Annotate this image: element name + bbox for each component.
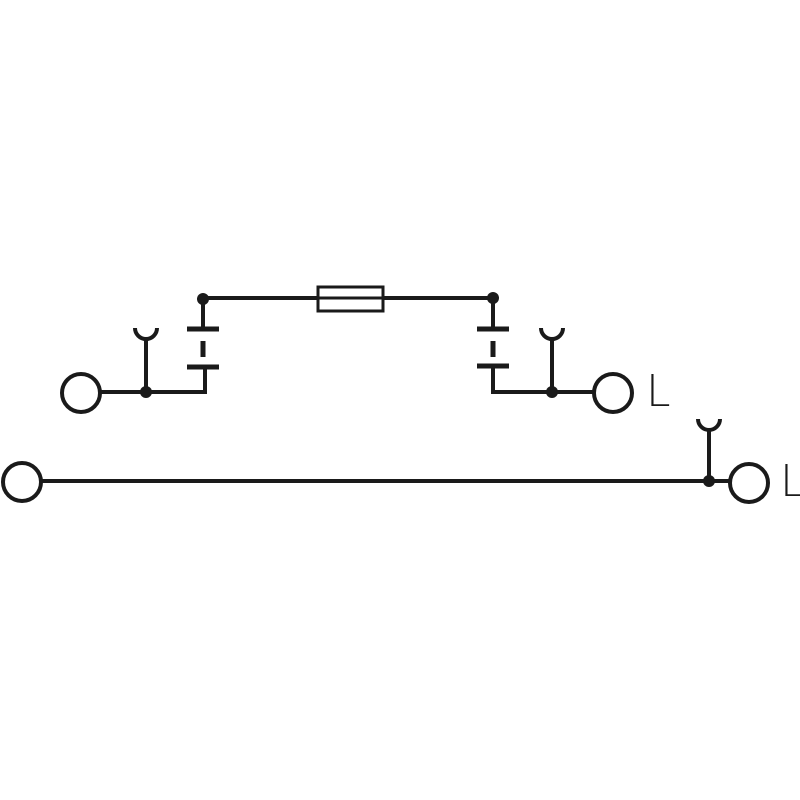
upper-right-disconnect-icon <box>477 292 509 369</box>
lower-plug-socket-icon <box>696 418 722 487</box>
upper-left-disconnect-icon <box>187 293 219 370</box>
upper-right-terminal-label: L <box>646 366 671 417</box>
upper-left-plug-socket-icon <box>133 327 159 398</box>
upper-circuit <box>60 285 634 414</box>
fuse-icon <box>316 285 385 313</box>
upper-left-terminal-icon <box>60 372 102 414</box>
upper-right-plug-socket-icon <box>539 327 565 398</box>
lower-circuit <box>1 418 770 504</box>
upper-left-wire <box>100 367 207 394</box>
upper-right-wire <box>491 366 594 394</box>
lower-right-terminal-icon <box>728 462 770 504</box>
lower-left-terminal-icon <box>1 461 43 503</box>
lower-right-terminal-label: L <box>780 456 800 507</box>
upper-right-terminal-icon <box>592 372 634 414</box>
